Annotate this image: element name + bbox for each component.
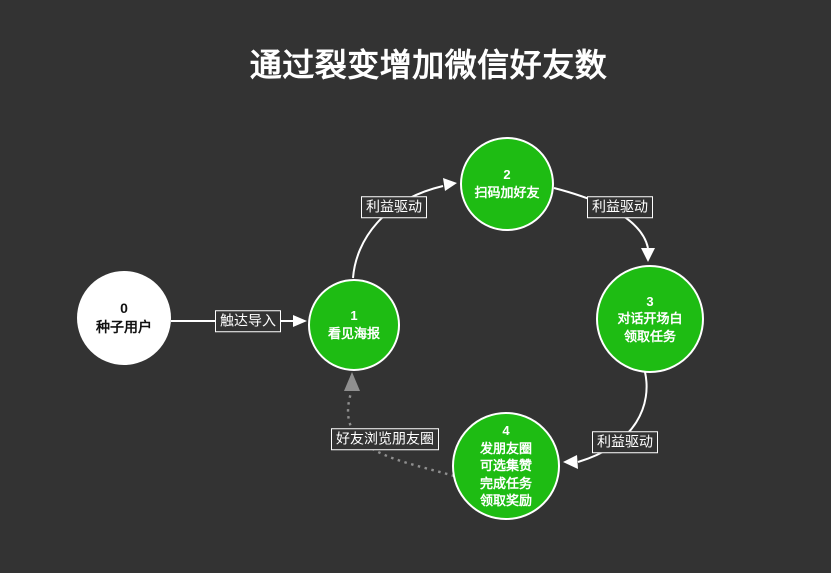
- node-see-poster-label: 看见海报: [327, 326, 380, 341]
- node-scan-add-friend-label: 扫码加好友: [474, 185, 540, 200]
- edge-label-friends-browse: 好友浏览朋友圈: [331, 428, 439, 450]
- arrowhead-into-scan-code-icon: [443, 178, 457, 191]
- node-dialog-opening: 3 对话开场白 领取任务: [596, 265, 704, 373]
- node-dialog-opening-label2: 领取任务: [623, 328, 676, 344]
- node-dialog-opening-label1: 对话开场白: [617, 311, 683, 327]
- edge-label-benefit-3-4: 利益驱动: [592, 431, 658, 453]
- node-see-poster-number: 1: [350, 308, 358, 324]
- node-scan-add-friend-number: 2: [503, 167, 511, 183]
- node-post-moments-label2: 可选集赞: [479, 458, 532, 474]
- node-seed-user-label: 种子用户: [96, 319, 152, 335]
- node-post-moments-number: 4: [502, 423, 510, 439]
- diagram-title: 通过裂变增加微信好友数: [249, 47, 608, 83]
- edge-benefit-3-4: [577, 371, 648, 463]
- edge-label-benefit-2-3: 利益驱动: [587, 196, 653, 218]
- node-dialog-opening-number: 3: [646, 293, 654, 309]
- node-seed-user: 0 种子用户: [77, 271, 171, 365]
- arrowhead-into-see-poster-gray-icon: [344, 372, 360, 391]
- node-post-moments: 4 发朋友圈 可选集赞 完成任务 领取奖励: [452, 412, 560, 520]
- arrowhead-into-opening-icon: [641, 248, 655, 262]
- node-post-moments-label4: 领取奖励: [479, 493, 532, 509]
- node-post-moments-label1: 发朋友圈: [479, 440, 532, 456]
- edge-benefit-1-2: [352, 185, 444, 279]
- node-see-poster: 1 看见海报: [308, 279, 400, 371]
- arrowhead-into-see-poster-icon: [293, 315, 307, 327]
- node-seed-user-number: 0: [120, 300, 128, 317]
- edge-label-benefit-1-2: 利益驱动: [361, 196, 427, 218]
- edge-label-touch-import: 触达导入: [215, 310, 281, 332]
- arrowhead-into-moments-icon: [563, 455, 578, 469]
- node-post-moments-label3: 完成任务: [479, 475, 532, 491]
- node-scan-add-friend: 2 扫码加好友: [460, 137, 554, 231]
